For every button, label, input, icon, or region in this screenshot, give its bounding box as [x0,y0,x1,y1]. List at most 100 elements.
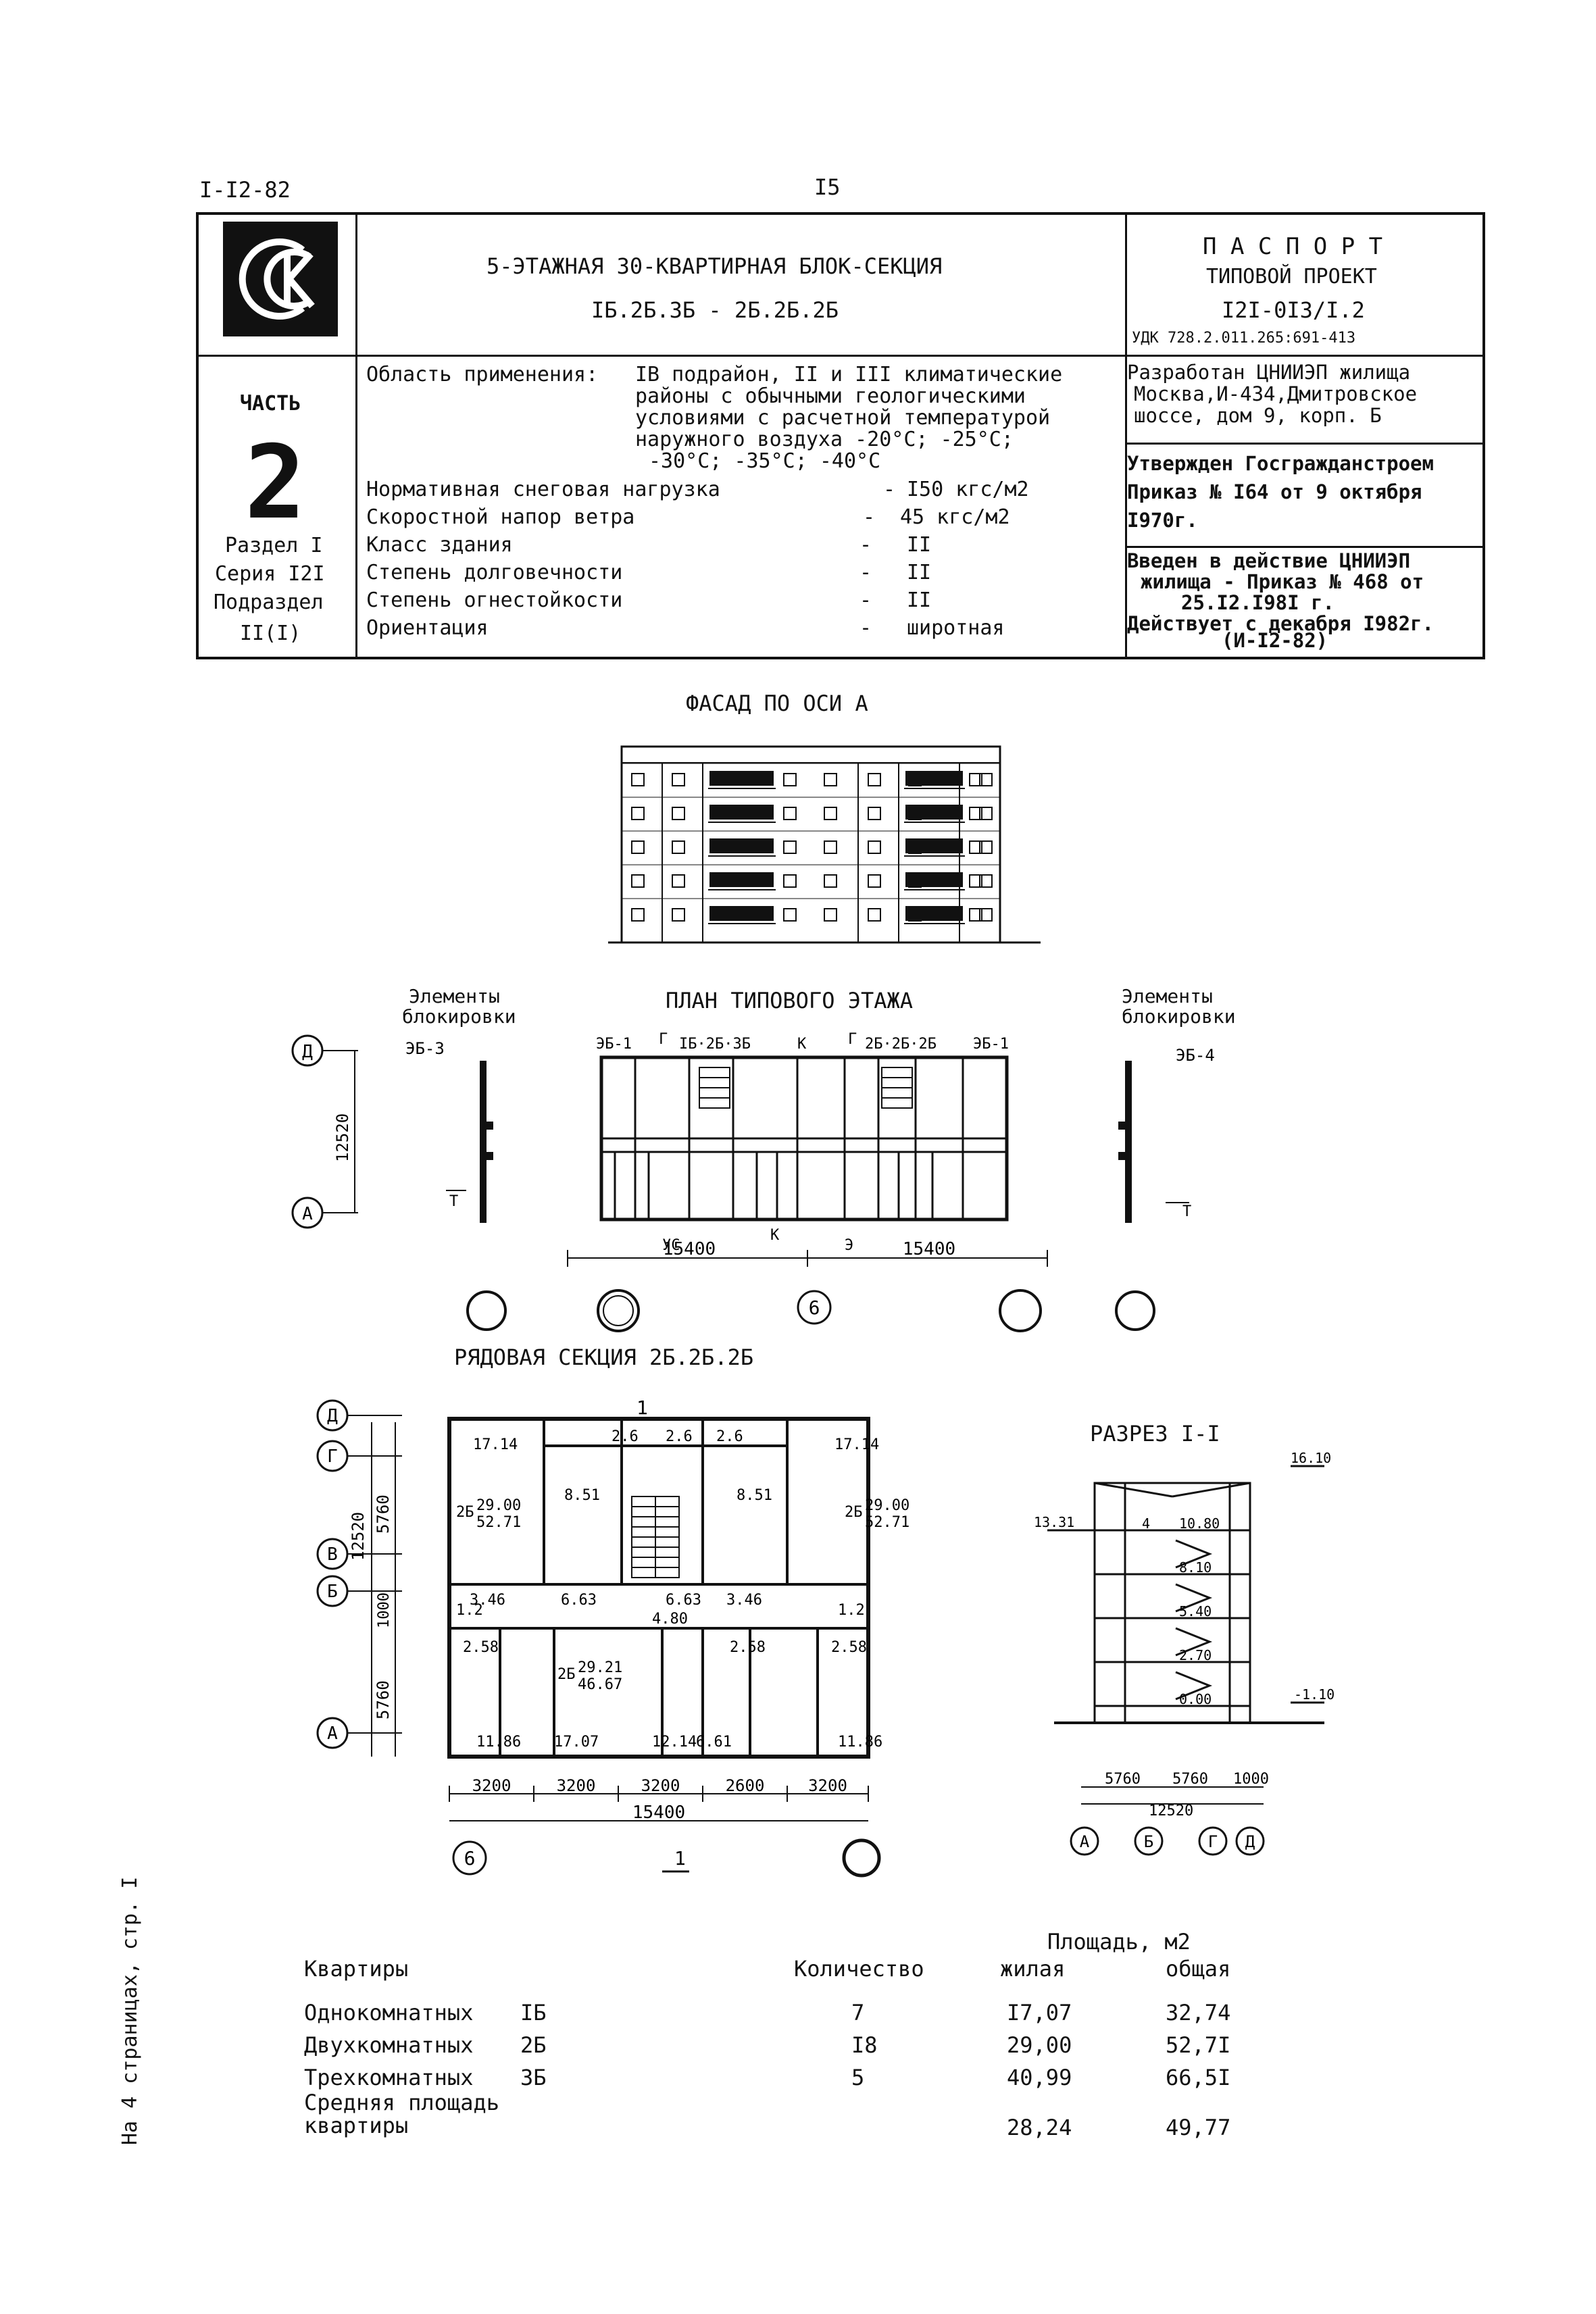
info-line: I970г. [1127,509,1198,532]
rs-room-label: 46.67 [578,1676,622,1693]
cut-dim-total: 12520 [1149,1803,1193,1819]
rs-dim-bottom: 2600 [726,1776,765,1795]
plan-mark-k-top: К [797,1036,807,1053]
logo-ck-icon [239,238,315,320]
rs-room-label: 2.58 [463,1639,499,1656]
avg-label-line: квартиры [304,2113,409,2138]
cut-axis-label: Д [1245,1832,1255,1851]
rs-room-label: 8.51 [737,1487,772,1504]
divider [1125,212,1127,659]
param-dash: - [883,478,896,501]
plan-title: ПЛАН ТИПОВОГО ЭТАЖА [666,988,914,1013]
rs-room-label: 2.58 [831,1639,867,1656]
rs-room-label: 2.6 [716,1428,743,1445]
row-name: Трехкомнатных [304,2065,474,2090]
rs-room-label: 2.58 [730,1639,766,1656]
introduction-info: Введен в действие ЦНИИЭП жилища - Приказ… [1127,551,1434,651]
param-dash: - [859,561,872,584]
avg-label: Средняя площадь квартиры [304,2091,499,2137]
rs-axis-label: Д [327,1406,338,1426]
avg-living: 28,24 [1007,2115,1072,2140]
cut-level: 2.70 [1179,1647,1212,1663]
info-line: Действует с декабря I982г. [1127,612,1434,635]
rs-dim-bottom: 3200 [641,1776,680,1795]
avg-total: 49,77 [1166,2115,1231,2140]
param-label: Нормативная снеговая нагрузка [366,478,720,501]
param-value: II [907,588,932,612]
plan-code-m2: 2Б·2Б·2Б [865,1036,937,1053]
label-line: Элементы [1122,985,1213,1007]
rs-dim-bottom: 3200 [808,1776,847,1795]
info-line: Введен в действие ЦНИИЭП [1127,549,1411,572]
approval-info: Утвержден Госгражданстроем Приказ № I64 … [1127,449,1434,534]
rs-room-label: 2.6 [612,1428,639,1445]
plan-code-r1: ЭБ-1 [973,1036,1009,1053]
rs-room-label: 3.46 [470,1592,505,1609]
cut-axis-label: Г [1208,1832,1218,1851]
rs-room-label: 2Б [557,1666,576,1683]
row-living-area: 29,00 [1007,2032,1072,2058]
plan-mark-k-bottom: К [770,1227,780,1244]
title-block-frame [196,212,1485,659]
rs-dim-bottom: 3200 [472,1776,512,1795]
info-line: (И-I2-82) [1222,629,1328,652]
rs-dim-2: 1000 [376,1592,393,1628]
facade-title: ФАСАД ПО ОСИ А [686,690,868,716]
title-line-1: 5-ЭТАЖНАЯ 30-КВАРТИРНАЯ БЛОК-СЕКЦИЯ [487,253,943,279]
rs-axis-label: Г [327,1447,338,1467]
rs-dim-1: 5760 [374,1494,393,1534]
row-total-area: 52,7I [1166,2032,1231,2058]
row-quantity: I8 [851,2032,878,2058]
cut-axis-label: А [1080,1832,1090,1851]
rs-section-mark-top: 1 [637,1397,648,1419]
rs-dim-total: 12520 [349,1512,368,1561]
col-total: общая [1166,1956,1231,1982]
params-list: Нормативная снеговая нагрузка - I50 кгс/… [366,476,1116,643]
cut-axis-label: Б [1144,1832,1153,1851]
cut-floor-mark: 4 [1142,1515,1150,1532]
row-total-area: 32,74 [1166,2000,1231,2026]
divider [196,355,1485,357]
rs-room-label: 4.80 [652,1611,688,1628]
plan-code-m1: IБ·2Б·3Б [679,1036,751,1053]
plan-mark-ys: УС [662,1237,680,1254]
col-quantity: Количество [794,1956,924,1982]
plan-code-r2: ЭБ-4 [1176,1046,1215,1065]
rs-room-label: 17.14 [473,1436,518,1453]
developer-info: Разработан ЦНИИЭП жилища Москва,И-434,Дм… [1127,361,1417,426]
cut-level: 5.40 [1179,1603,1212,1619]
param-row: Класс здания - II [366,532,1116,559]
plan-axis-bottom-left: А [302,1204,313,1224]
param-row: Степень долговечности - II [366,559,1116,587]
section-label: Раздел I [225,534,323,557]
plan-dim-left: 15400 [663,1239,716,1259]
info-line: Москва,И-434,Дмитровское [1134,382,1418,405]
param-row: Ориентация - широтная [366,615,1116,643]
rs-room-label: 52.71 [476,1514,521,1531]
cut-level: 16.10 [1291,1450,1331,1466]
area-text-line: наружного воздуха -20°C; -25°C; [635,428,1014,451]
info-line: жилища - Приказ № 468 от [1141,570,1424,593]
rs-axis-label: В [327,1544,338,1565]
info-line: Утвержден Госгражданстроем [1127,452,1434,475]
row-quantity: 5 [851,2065,865,2090]
param-label: Скоростной напор ветра [366,505,635,529]
label-line: блокировки [1122,1005,1236,1028]
rs-room-label: 6.61 [696,1734,732,1751]
rs-room-label: 29.00 [476,1497,521,1514]
rs-room-label: 29.00 [865,1497,909,1514]
row-living-area: 40,99 [1007,2065,1072,2090]
rs-room-label: 11.86 [476,1734,521,1751]
rs-room-label: 6.63 [666,1592,701,1609]
rs-room-label: 29.21 [578,1659,622,1676]
plan-mark-e: Э [845,1237,853,1254]
row-type: 3Б [520,2065,547,2090]
rs-room-label: 17.14 [834,1436,879,1453]
param-value: 45 кгс/м2 [900,505,1010,529]
param-dash: - [863,505,876,529]
param-value: II [907,533,932,557]
col-living: жилая [1000,1956,1066,1982]
param-label: Степень долговечности [366,561,623,584]
col-apartments: Квартиры [304,1956,409,1982]
